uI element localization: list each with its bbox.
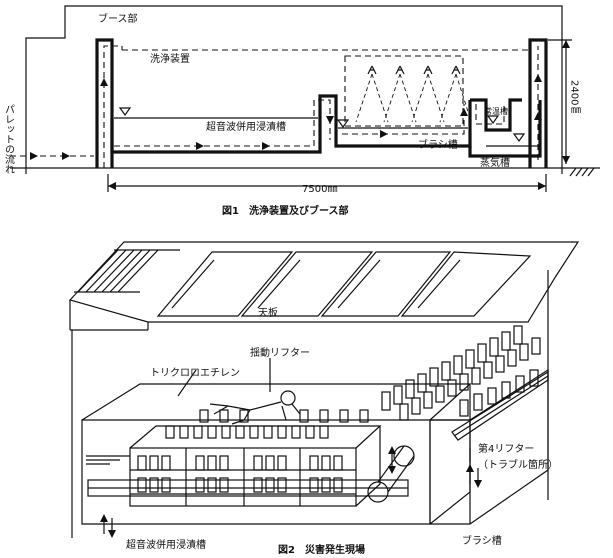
water-level-marker xyxy=(336,119,350,129)
lifter-arrows xyxy=(100,446,482,538)
liquid-surface-waves xyxy=(86,459,120,465)
ultrasonic-tank-walls xyxy=(110,94,338,154)
label-width-dim: 7500㎜ xyxy=(302,184,337,195)
ground-hatch xyxy=(569,167,595,177)
label-washer: 洗浄装置 xyxy=(150,52,190,65)
tank-top-cylinders xyxy=(165,409,369,439)
leader-lines xyxy=(177,358,471,462)
label-trouble-point: （トラブル箇所） xyxy=(478,458,558,471)
brush-tank-walls xyxy=(334,100,472,148)
width-dim-arrow xyxy=(108,182,116,190)
water-level-marker xyxy=(486,115,500,125)
figure1-diagram: ブース部 洗浄装置 超音波併用浸漬槽 ブラシ槽 常温槽 蒸気槽 パレットの流れ … xyxy=(3,5,600,217)
label-top-plate: 天板 xyxy=(258,306,278,319)
flow-arrow-right xyxy=(196,142,204,150)
room-temp-tank-walls xyxy=(470,98,522,132)
person-figure xyxy=(209,390,301,425)
flow-arrow-right xyxy=(262,142,270,150)
incoming-flow-arrow xyxy=(30,152,38,160)
spray-nozzles xyxy=(355,65,471,123)
label-swing-lifter: 揺動リフター xyxy=(250,346,310,359)
fourth-lifter-rack xyxy=(451,370,549,441)
label-pallet-flow: パレットの流れ xyxy=(3,104,15,174)
flow-arrow-up xyxy=(534,74,542,82)
room-temp-flow-path xyxy=(475,104,505,125)
steam-tank-walls xyxy=(468,100,542,158)
label-booth: ブース部 xyxy=(98,12,138,25)
flow-arrow-right xyxy=(380,130,388,138)
spray-chamber xyxy=(344,55,464,127)
figure2-caption: 図2 災害発生現場 xyxy=(278,543,365,556)
height-dim-arrow xyxy=(562,156,570,164)
skylight-panels xyxy=(156,251,532,317)
flow-arrow-down xyxy=(326,116,334,124)
label-trichloroethylene: トリクロロエチレン xyxy=(150,367,240,379)
width-dim-arrow xyxy=(538,182,546,190)
figure2-diagram: 天板 揺動リフター トリクロロエチレン 第4リフター （トラブル箇所） 超音波併… xyxy=(68,241,580,556)
figure1-caption: 図1 洗浄装置及びブース部 xyxy=(222,204,348,217)
height-dim-arrow xyxy=(562,40,570,48)
water-level-marker xyxy=(118,107,132,117)
booth-outline xyxy=(25,5,563,174)
ultrasonic-flow-path xyxy=(114,99,331,147)
label-brush-tank-2: ブラシ槽 xyxy=(462,534,502,547)
left-pallet-path xyxy=(103,45,123,168)
label-height-dim: 2400㎜ xyxy=(569,80,581,115)
roof-lattice xyxy=(74,249,180,293)
brush-tank-cylinders xyxy=(381,325,541,421)
flow-arrow-up xyxy=(460,108,468,116)
flow-arrow-up xyxy=(534,112,542,120)
label-ultrasonic-tank: 超音波併用浸漬槽 xyxy=(206,120,286,133)
label-room-temp-tank: 常温槽 xyxy=(484,106,508,116)
water-level-marker xyxy=(512,133,526,143)
ultrasonic-tank-body xyxy=(81,419,431,525)
incoming-flow-arrow xyxy=(62,152,70,160)
right-column xyxy=(528,38,548,168)
flow-arrow-up xyxy=(100,78,108,86)
label-brush-tank: ブラシ槽 xyxy=(418,138,458,151)
label-ultrasonic-tank-2: 超音波併用浸漬槽 xyxy=(126,538,206,551)
conveyor-rail xyxy=(87,445,415,503)
left-column xyxy=(95,38,114,168)
cage-cylinders xyxy=(137,455,343,493)
label-steam-tank: 蒸気槽 xyxy=(480,156,510,169)
label-fourth-lifter: 第4リフター xyxy=(478,442,534,455)
